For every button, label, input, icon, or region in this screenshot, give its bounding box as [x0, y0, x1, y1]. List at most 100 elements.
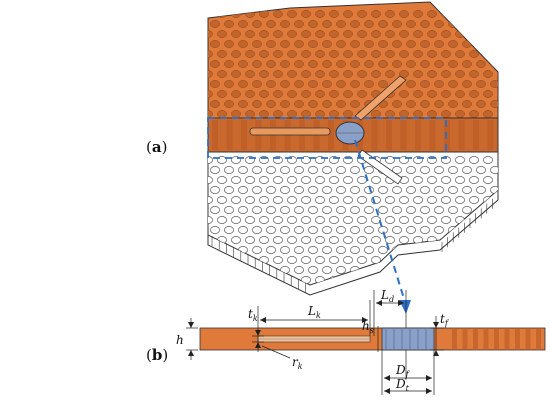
copper-hole	[217, 30, 227, 38]
copper-hole	[238, 20, 248, 28]
copper-hole	[413, 10, 423, 18]
white-hole	[301, 276, 311, 284]
copper-hole	[336, 60, 346, 68]
white-hole	[420, 186, 430, 194]
white-hole	[245, 276, 255, 284]
white-hole	[378, 246, 388, 254]
white-hole	[392, 226, 402, 234]
white-hole	[224, 206, 234, 214]
panel-a-view: (a)	[146, 1, 513, 314]
copper-hole	[308, 40, 318, 48]
copper-hole	[497, 110, 498, 118]
copper-hole	[245, 10, 255, 18]
white-hole	[294, 266, 304, 274]
white-hole	[308, 166, 318, 174]
white-hole	[287, 216, 297, 224]
copper-hole	[413, 30, 423, 38]
copper-hole	[490, 60, 498, 68]
copper-hole	[392, 40, 402, 48]
section-rib-array	[452, 328, 541, 350]
white-hole	[441, 176, 451, 184]
copper-hole	[434, 60, 444, 68]
copper-hole	[427, 110, 437, 118]
copper-hole	[308, 20, 318, 28]
copper-hole	[413, 50, 423, 58]
copper-hole	[413, 70, 423, 78]
white-hole	[280, 186, 290, 194]
copper-hole	[399, 30, 409, 38]
copper-hole	[378, 20, 388, 28]
copper-hole	[483, 30, 493, 38]
white-hole	[357, 216, 367, 224]
copper-hole	[259, 30, 269, 38]
white-hole	[434, 186, 444, 194]
copper-hole	[287, 90, 297, 98]
copper-hole	[448, 60, 458, 68]
copper-hole	[378, 80, 388, 88]
copper-hole	[483, 10, 493, 18]
copper-hole	[504, 20, 513, 27]
copper-hole	[364, 60, 374, 68]
copper-hole	[217, 90, 227, 98]
white-hole	[420, 226, 430, 234]
white-hole	[427, 216, 437, 224]
copper-hole	[469, 110, 479, 118]
copper-hole	[427, 50, 437, 58]
white-hole	[287, 256, 297, 264]
white-hole	[476, 186, 486, 194]
copper-hole	[280, 60, 290, 68]
copper-hole	[462, 40, 472, 48]
white-hole	[343, 196, 353, 204]
copper-hole	[497, 90, 498, 98]
white-hole	[329, 196, 339, 204]
copper-hole	[329, 30, 339, 38]
copper-hole	[364, 40, 374, 48]
horizontal-channel	[249, 127, 331, 136]
white-hole	[364, 226, 374, 234]
white-hole	[427, 236, 437, 244]
copper-hole	[469, 50, 479, 58]
rib	[525, 328, 531, 350]
copper-hole	[427, 90, 437, 98]
copper-hole	[245, 70, 255, 78]
white-hole	[322, 186, 332, 194]
copper-hole	[259, 90, 269, 98]
copper-hole	[217, 70, 227, 78]
white-hole	[483, 196, 493, 204]
dimension-arrowheads	[188, 300, 439, 394]
copper-hole	[350, 60, 360, 68]
white-hole	[308, 186, 318, 194]
white-hole	[455, 176, 465, 184]
copper-hole	[413, 110, 423, 118]
white-hole	[406, 206, 416, 214]
copper-hole	[434, 40, 444, 48]
white-hole	[350, 246, 360, 254]
dim-label-tf: tf	[440, 312, 450, 328]
copper-hole	[504, 60, 513, 67]
copper-hole	[371, 70, 381, 78]
white-hole	[350, 226, 360, 234]
copper-hole	[427, 10, 437, 18]
white-hole	[469, 236, 479, 244]
copper-hole	[441, 90, 451, 98]
copper-hole	[476, 40, 486, 48]
copper-hole	[294, 80, 304, 88]
white-hole	[420, 266, 430, 274]
copper-hole	[476, 60, 486, 68]
white-hole	[357, 176, 367, 184]
white-hole	[385, 196, 395, 204]
copper-hole	[420, 100, 430, 108]
white-hole	[455, 236, 465, 244]
white-hole	[294, 226, 304, 234]
copper-hole	[287, 10, 297, 18]
white-hole	[406, 226, 416, 234]
copper-hole	[210, 20, 220, 28]
copper-hole	[462, 80, 472, 88]
white-hole	[427, 276, 437, 284]
copper-hole	[385, 30, 395, 38]
white-hole	[238, 226, 248, 234]
white-hole	[434, 206, 444, 214]
white-hole	[490, 266, 498, 274]
copper-hole	[469, 10, 479, 18]
white-hole	[350, 166, 360, 174]
